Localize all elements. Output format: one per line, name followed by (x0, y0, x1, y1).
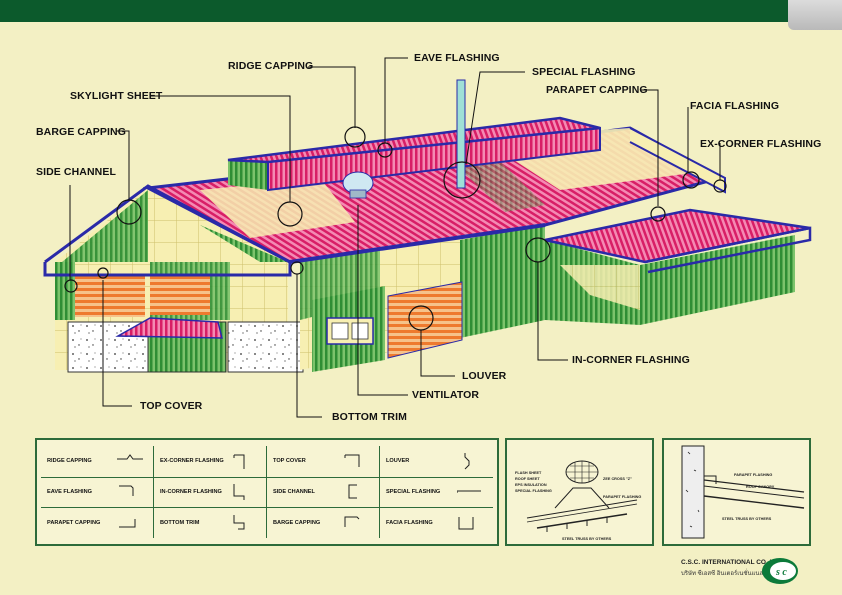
legend-cell: EAVE FLASHING (41, 476, 154, 508)
legend-profile-icon (119, 519, 136, 528)
main-eave (289, 223, 546, 264)
legend-label: RIDGE CAPPING (47, 458, 92, 465)
label-in-corner-flashing: IN-CORNER FLASHING (572, 354, 690, 366)
legend-cell: LOUVER (380, 446, 493, 477)
label-special-flashing: SPECIAL FLASHING (532, 66, 636, 78)
legend-profile-icon (119, 485, 134, 497)
leader-lines (69, 57, 721, 418)
label-skylight-sheet: SKYLIGHT SHEET (70, 90, 163, 102)
label-ridge-capping: RIDGE CAPPING (228, 60, 314, 72)
legend-profile-icon (458, 517, 474, 530)
detail1-eps: EPS INSULATION (515, 483, 547, 487)
front-wall-green-3 (460, 225, 545, 338)
special-flashing-pipe (456, 79, 466, 189)
legend-label: BOTTOM TRIM (160, 520, 200, 527)
legend-label: EAVE FLASHING (47, 489, 92, 496)
concrete-panel-2 (227, 321, 304, 373)
skylight-strip-1 (200, 178, 355, 238)
legend-cell: BOTTOM TRIM (154, 507, 267, 538)
company-logo: s c (762, 558, 798, 584)
detail2-canopy: ROOF CANOPY (746, 485, 775, 489)
label-facia-flashing: FACIA FLASHING (690, 100, 780, 112)
legend-cell: SPECIAL FLASHING (380, 476, 493, 508)
legend-profile-icon (233, 484, 245, 501)
legend-label: SIDE CHANNEL (273, 489, 315, 496)
label-side-channel: SIDE CHANNEL (36, 166, 116, 178)
logo-text: s c (775, 567, 787, 578)
legend-cell: IN-CORNER FLASHING (154, 476, 267, 508)
legend-profile-icon (117, 454, 143, 460)
legend-label: BARGE CAPPING (273, 520, 321, 527)
legend-profile-icon (344, 516, 360, 528)
building-illustration (43, 57, 812, 418)
detail-ventilator: FLASH SHEET ROOF SHEET EPS INSULATION SP… (505, 438, 654, 546)
legend-label: PARAPET CAPPING (47, 520, 101, 527)
label-ventilator: VENTILATOR (412, 389, 480, 401)
label-barge-capping: BARGE CAPPING (36, 126, 126, 138)
label-eave-flashing: EAVE FLASHING (414, 52, 500, 64)
legend-profile-icon (233, 515, 245, 530)
detail2-steel: STEEL TRUSS BY OTHERS (722, 517, 772, 521)
label-top-cover: TOP COVER (140, 400, 203, 412)
detail1-flash-sheet: FLASH SHEET (515, 471, 542, 475)
legend-profile-icon (233, 454, 245, 470)
legend-label: LOUVER (386, 458, 410, 465)
company-thai-name: บริษัท ซีเอสซี อินเตอร์เนชั่นแนล จำกัด (681, 571, 780, 577)
left-orange-louver-2 (150, 275, 210, 315)
legend-label: EX-CORNER FLASHING (160, 458, 224, 465)
detail2-parapet: PARAPET FLASHING (734, 473, 772, 477)
right-wing-yellow (560, 265, 640, 310)
legend-label: IN-CORNER FLASHING (160, 489, 222, 496)
label-ex-corner-flashing: EX-CORNER FLASHING (700, 138, 822, 150)
page-tab (788, 0, 842, 30)
legend-cell: PARAPET CAPPING (41, 507, 154, 538)
detail1-roof-sheet: ROOF SHEET (515, 477, 540, 481)
left-green-strip-1 (55, 262, 75, 320)
legend-profile-icon (344, 454, 360, 468)
detail1-parapet: PARAPET FLASHING (603, 495, 641, 499)
detail-parapet: PARAPET FLASHING ROOF CANOPY STEEL TRUSS… (662, 438, 811, 546)
legend-cell: TOP COVER (267, 446, 380, 477)
monitor-side (228, 160, 268, 190)
legend-cell: SIDE CHANNEL (267, 476, 380, 508)
monitor-roof (227, 116, 601, 164)
left-gable-green-2 (200, 225, 288, 262)
label-parapet-capping: PARAPET CAPPING (546, 84, 648, 96)
legend-label: TOP COVER (273, 458, 306, 465)
left-eave (43, 262, 292, 277)
right-wing-green-dark (650, 248, 790, 310)
legend-label: SPECIAL FLASHING (386, 489, 441, 496)
legend-cell: BARGE CAPPING (267, 507, 380, 538)
louver-panel (387, 281, 463, 359)
legend-table: RIDGE CAPPING EX-CORNER FLASHING TOP COVER… (35, 438, 499, 546)
detail1-special-flashing: SPECIAL FLASHING (515, 489, 552, 493)
left-barge (44, 184, 291, 264)
left-orange-louver-1 (75, 275, 145, 317)
legend-cell: EX-CORNER FLASHING (154, 446, 267, 477)
header-bar (0, 0, 842, 22)
left-gable-green-1 (62, 190, 148, 262)
legend-profile-icon (464, 453, 470, 470)
legend-profile-icon (457, 490, 481, 494)
right-eave (644, 226, 812, 274)
label-bottom-trim: BOTTOM TRIM (332, 411, 407, 423)
main-fascia (629, 127, 726, 194)
canopy (115, 317, 223, 339)
legend-label: FACIA FLASHING (386, 520, 433, 527)
company-name: C.S.C. INTERNATIONAL CO.,LTD. (681, 559, 784, 566)
legend-cell: FACIA FLASHING (380, 507, 493, 538)
detail1-steel: STEEL TRUSS BY OTHERS (562, 537, 612, 541)
detail1-zee: ZEE CROSS "Z" (603, 477, 632, 481)
label-louver: LOUVER (462, 370, 507, 382)
legend-profile-icon (348, 484, 357, 499)
legend-cell: RIDGE CAPPING (41, 446, 154, 477)
